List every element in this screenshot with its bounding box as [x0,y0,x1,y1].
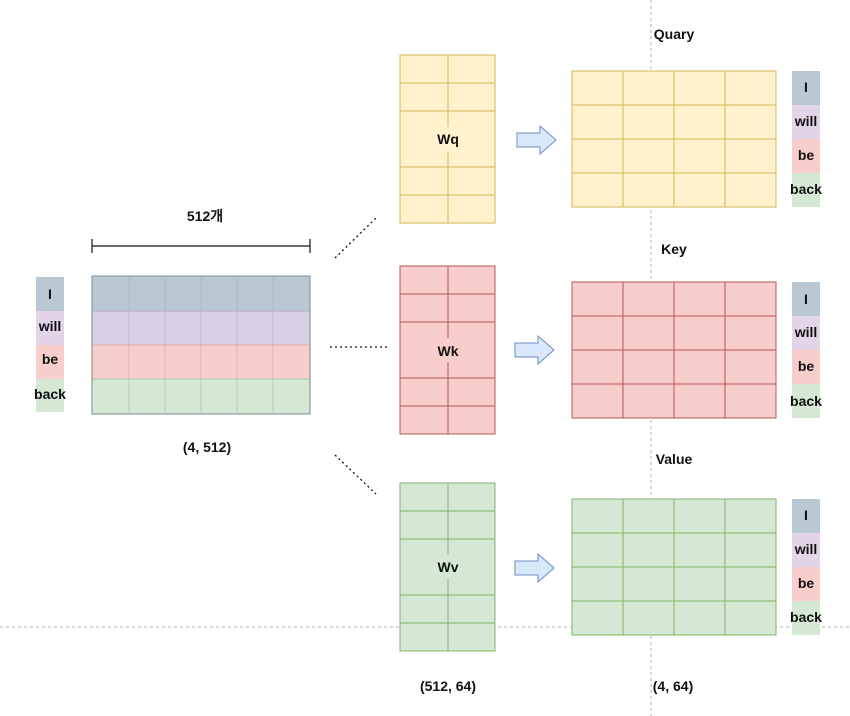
value-token-i: I [804,507,808,523]
key-title: Key [661,241,687,257]
embedding-border [91,275,311,415]
query-title: Quary [654,26,695,42]
wv-label: Wv [438,559,459,575]
value-token-be: be [798,575,815,591]
key-token-list: I will be back [790,282,822,418]
query-matrix [571,70,777,208]
key-token-back: back [790,393,822,409]
input-token-be: be [42,351,59,367]
embedding-matrix [91,275,311,415]
input-token-cell-will [36,311,64,345]
dotted-connectors [330,217,388,495]
input-token-list: I will be back [34,277,66,412]
value-matrix [571,498,777,636]
wk-label: Wk [438,343,459,359]
arrow-right-icon [516,124,557,156]
key-token-will: will [794,324,818,340]
query-token-will: will [794,113,818,129]
arrow-right-icon [514,552,555,584]
width-bracket [91,239,311,253]
query-token-list: I will be back [790,71,822,207]
query-token-back: back [790,181,822,197]
query-token-be: be [798,147,815,163]
weights-shape-label: (512, 64) [420,678,476,694]
input-token-cell-be [36,345,64,379]
value-title: Value [656,451,693,467]
value-token-back: back [790,609,822,625]
output-shape-label: (4, 64) [653,678,693,694]
input-token-i: I [48,286,52,302]
value-token-list: I will be back [790,499,822,635]
arrow-right-icon [514,334,555,366]
input-token-will: will [38,318,62,334]
weight-matrix-wk: Wk [399,265,496,435]
connector-to-wv [334,454,377,495]
wq-label: Wq [437,131,459,147]
embedding-shape-label: (4, 512) [183,439,231,455]
value-token-will: will [794,541,818,557]
connector-to-wq [334,217,377,259]
query-token-i: I [804,79,808,95]
weight-matrix-wq: Wq [399,54,496,224]
width-label: 512개 [187,208,223,224]
key-matrix [571,281,777,419]
key-token-i: I [804,291,808,307]
weight-matrix-wv: Wv [399,482,496,652]
input-token-cell-i [36,277,64,311]
input-token-back: back [34,386,66,402]
key-token-be: be [798,358,815,374]
input-token-cell-back [36,379,64,412]
embedding-column-lines [128,276,274,414]
